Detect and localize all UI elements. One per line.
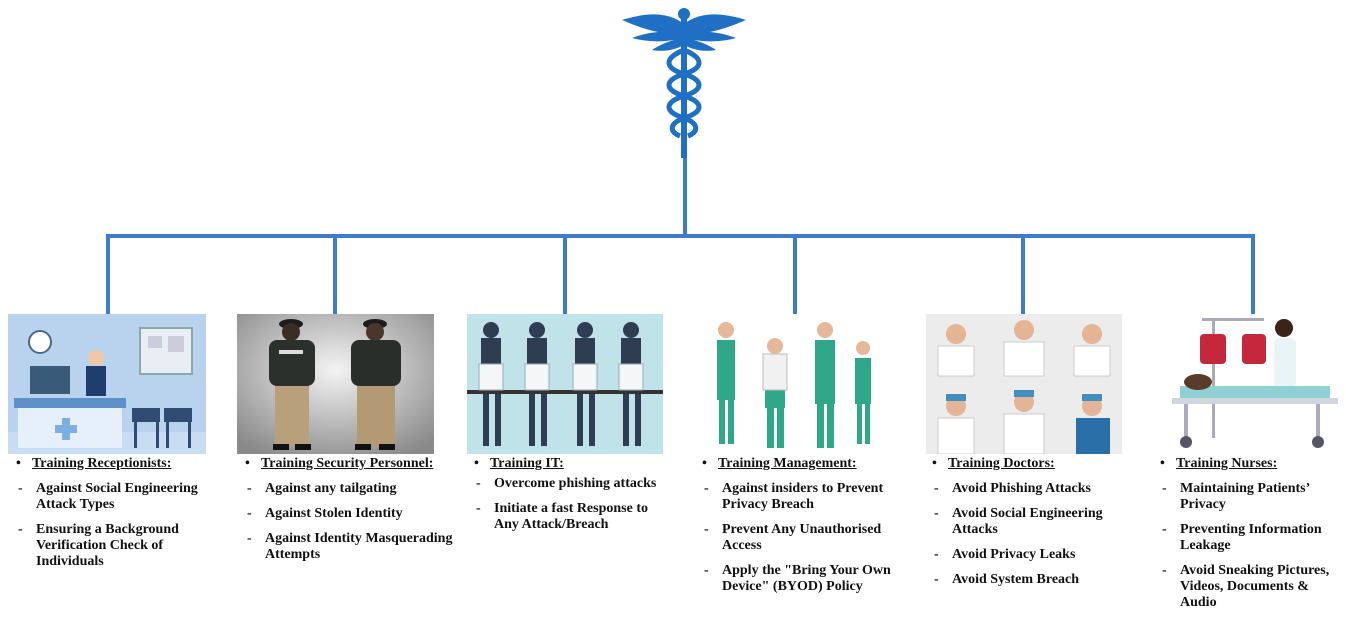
group-nurses: •Training Nurses: -Maintaining Patients’…: [1160, 456, 1344, 611]
group-title: Training Doctors:: [948, 456, 1055, 471]
security-guards-photo: [237, 314, 434, 454]
group-title: Training IT:: [490, 456, 564, 471]
management-staff-illustration: [697, 314, 893, 454]
list-item: -Maintaining Patients’ Privacy: [1162, 481, 1310, 512]
group-title: Training Management:: [718, 456, 857, 471]
group-title: Training Nurses:: [1176, 456, 1278, 471]
group-management: •Training Management: -Against insiders …: [702, 456, 902, 595]
group-doctors: •Training Doctors: -Avoid Phishing Attac…: [932, 456, 1132, 588]
list-item: -Ensuring a Background Verification Chec…: [18, 522, 179, 569]
receptionist-illustration: [8, 314, 206, 454]
caduceus-icon: [622, 8, 746, 158]
list-item: -Avoid Phishing Attacks: [934, 481, 1091, 496]
group-title: Training Security Personnel:: [261, 456, 434, 471]
list-item: -Against Social Engineering Attack Types: [18, 481, 198, 512]
group-it: •Training IT: -Overcome phishing attacks…: [474, 456, 674, 533]
list-item: -Apply the "Bring Your Own Device" (BYOD…: [704, 563, 891, 594]
list-item: -Overcome phishing attacks: [476, 476, 657, 491]
list-item: -Against insiders to Prevent Privacy Bre…: [704, 481, 884, 512]
list-item: -Initiate a fast Response to Any Attack/…: [476, 501, 648, 532]
list-item: -Against Stolen Identity: [247, 506, 403, 521]
list-item: -Avoid Social Engineering Attacks: [934, 506, 1103, 537]
group-title: Training Receptionists:: [32, 456, 172, 471]
list-item: -Avoid Privacy Leaks: [934, 547, 1076, 562]
it-staff-illustration: [467, 314, 663, 454]
list-item: -Prevent Any Unauthorised Access: [704, 522, 882, 553]
list-item: -Avoid System Breach: [934, 572, 1080, 587]
list-item: -Avoid Sneaking Pictures, Videos, Docume…: [1162, 563, 1330, 610]
group-receptionists: •Training Receptionists: -Against Social…: [16, 456, 226, 570]
list-item: -Preventing Information Leakage: [1162, 522, 1322, 553]
list-item: -Against any tailgating: [247, 481, 397, 496]
group-security-personnel: •Training Security Personnel: -Against a…: [245, 456, 465, 563]
doctors-illustration: [926, 314, 1122, 454]
nurse-patient-illustration: [1156, 314, 1346, 454]
list-item: -Against Identity Masquerading Attempts: [247, 531, 453, 562]
